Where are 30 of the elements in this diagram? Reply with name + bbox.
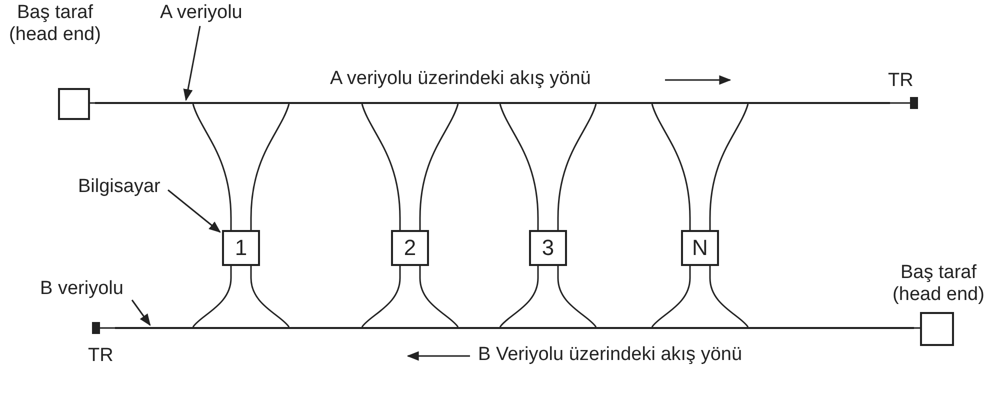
terminator-label: TR: [888, 70, 914, 92]
bus-label: A veriyolu: [160, 2, 242, 24]
bus-tap-line: [192, 103, 290, 231]
bus-line-segment: [100, 327, 115, 329]
device-label: Bilgisayar: [78, 176, 160, 198]
bus-line: [95, 102, 890, 104]
bus-line: [115, 327, 914, 329]
bus-tap-line: [499, 103, 597, 231]
computer-box: 2: [391, 230, 429, 266]
computer-box: 1: [222, 230, 260, 266]
terminator-label: TR: [88, 345, 114, 367]
leader-line: [131, 300, 151, 326]
leader-line: [183, 26, 201, 102]
head-end-label: Baş taraf (head end): [892, 262, 986, 306]
flow-direction-label: A veriyolu üzerindeki akış yönü: [330, 68, 591, 90]
bus-line-segment: [90, 102, 95, 104]
bus-tap-line: [651, 103, 749, 231]
bus-tap-line: [651, 265, 749, 328]
bus-tap-line: [361, 265, 459, 328]
bus-label: B veriyolu: [40, 278, 124, 300]
bus-tap-line: [192, 265, 290, 328]
bus-tap-line: [499, 265, 597, 328]
bus-tap-line: [361, 103, 459, 231]
head-end-label: Baş taraf (head end): [8, 2, 102, 46]
bus-line-segment: [890, 102, 910, 104]
bus-line-segment: [914, 327, 920, 329]
computer-box: N: [681, 230, 719, 266]
leader-line: [168, 189, 221, 233]
flow-direction-label: B Veriyolu üzerindeki akış yönü: [478, 344, 742, 366]
computer-box: 3: [529, 230, 567, 266]
